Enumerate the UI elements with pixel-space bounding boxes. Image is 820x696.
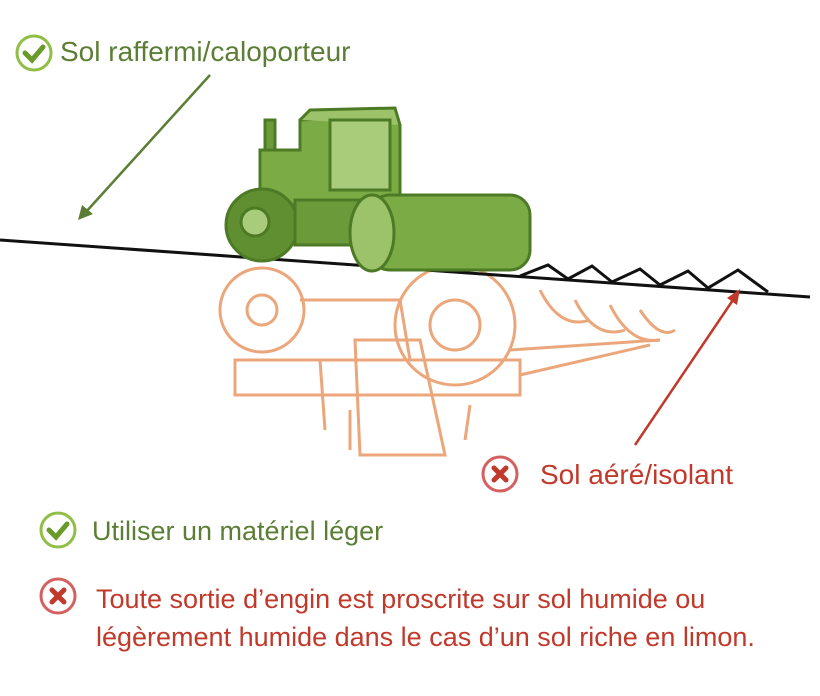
good-soil-label: Sol raffermi/caloporteur (60, 36, 351, 67)
x-circle-icon (481, 455, 519, 493)
plough-tractor-illustration (218, 263, 676, 457)
bad-soil-label: Sol aéré/isolant (540, 459, 734, 490)
check-circle-icon (15, 34, 53, 72)
bad-soil-arrow (633, 289, 740, 446)
x-circle-icon (39, 577, 77, 615)
recommendation-bad: Toute sortie d’engin est proscrite sur s… (96, 584, 755, 652)
recommendation-good: Utiliser un matériel léger (92, 516, 384, 546)
roller-compactor-illustration (224, 106, 532, 273)
good-soil-arrow (78, 74, 211, 220)
check-circle-icon (39, 511, 77, 549)
